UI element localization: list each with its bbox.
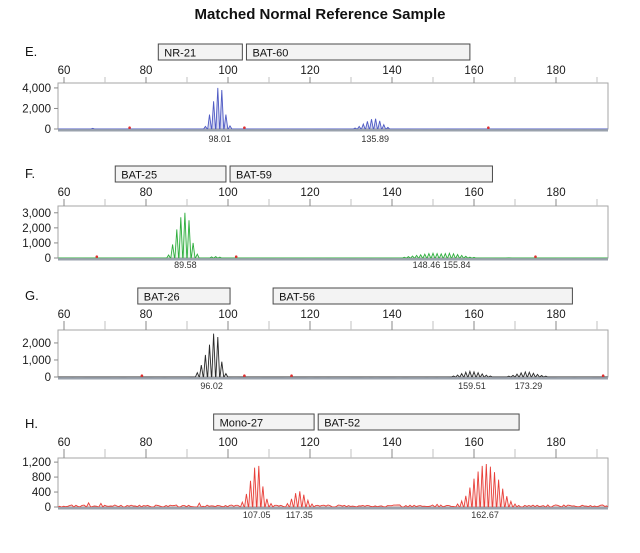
peak-size-label: 135.89 bbox=[361, 134, 389, 144]
y-axis-label: 4,000 bbox=[22, 83, 51, 95]
trace bbox=[58, 87, 608, 130]
y-axis-label: 0 bbox=[45, 253, 51, 265]
peak-size-label: 155.84 bbox=[443, 260, 471, 270]
peak-size-label: 98.01 bbox=[209, 134, 232, 144]
panel-H-plot: H. Mono-27 BAT-52 60 80 100 120 140 160 180 0 400 80… bbox=[22, 413, 609, 520]
trace bbox=[58, 212, 608, 259]
marker-label: BAT-59 bbox=[236, 170, 272, 182]
panel-E-plot: E. NR-21 BAT-60 60 80 100 120 140 160 180 0 2,000 4,… bbox=[22, 43, 609, 144]
x-axis-label: 100 bbox=[218, 187, 237, 199]
y-axis-label: 400 bbox=[32, 487, 51, 499]
x-axis-label: 180 bbox=[546, 437, 565, 449]
x-axis-label: 160 bbox=[464, 65, 483, 77]
x-axis-label: 60 bbox=[58, 437, 71, 449]
peak-size-label: 159.51 bbox=[458, 381, 486, 391]
size-standard-dot bbox=[534, 255, 537, 258]
trace bbox=[58, 463, 609, 508]
marker-label: Mono-27 bbox=[220, 418, 263, 430]
y-axis-label: 3,000 bbox=[22, 208, 51, 220]
marker-label: BAT-26 bbox=[144, 292, 180, 304]
peak-size-label: 89.58 bbox=[174, 260, 197, 270]
panel-F-plot: F. BAT-25 BAT-59 60 80 100 120 140 160 180 0 1,000 2… bbox=[22, 165, 609, 270]
x-axis-label: 140 bbox=[382, 65, 401, 77]
size-standard-dot bbox=[243, 374, 246, 377]
x-axis-label: 80 bbox=[140, 309, 153, 321]
marker-label: BAT-25 bbox=[121, 170, 157, 182]
y-axis-label: 0 bbox=[45, 502, 51, 514]
panel-letter: H. bbox=[25, 416, 38, 431]
marker-label: BAT-52 bbox=[324, 418, 360, 430]
y-axis-label: 800 bbox=[32, 472, 51, 484]
y-axis-label: 1,000 bbox=[22, 355, 51, 367]
size-standard-dot bbox=[234, 255, 238, 258]
x-axis-label: 120 bbox=[300, 309, 319, 321]
peak-size-label: 162.67 bbox=[471, 510, 499, 520]
x-axis-label: 100 bbox=[218, 437, 237, 449]
marker-label: NR-21 bbox=[164, 48, 196, 60]
marker-range-bar bbox=[272, 287, 573, 305]
y-axis-label: 0 bbox=[45, 372, 51, 384]
x-axis-label: 80 bbox=[140, 65, 153, 77]
x-axis-label: 100 bbox=[218, 309, 237, 321]
marker-range-bar bbox=[317, 413, 520, 431]
marker-label: BAT-56 bbox=[279, 292, 315, 304]
x-axis-label: 120 bbox=[300, 187, 319, 199]
x-axis-label: 180 bbox=[546, 65, 565, 77]
y-axis-label: 0 bbox=[45, 124, 51, 136]
x-axis-label: 60 bbox=[58, 65, 71, 77]
size-standard-dot bbox=[290, 374, 293, 377]
x-axis-label: 120 bbox=[300, 65, 319, 77]
x-axis-label: 180 bbox=[546, 187, 565, 199]
marker-label: BAT-60 bbox=[252, 48, 288, 60]
x-axis-label: 60 bbox=[58, 187, 71, 199]
x-axis-label: 60 bbox=[58, 309, 71, 321]
peak-size-label: 96.02 bbox=[200, 381, 223, 391]
page-title: Matched Normal Reference Sample bbox=[194, 6, 446, 23]
x-axis-label: 180 bbox=[546, 309, 565, 321]
x-axis-label: 160 bbox=[464, 187, 483, 199]
plot-frame bbox=[57, 457, 609, 508]
y-axis-label: 1,000 bbox=[22, 238, 51, 250]
peak-size-label: 117.35 bbox=[286, 510, 313, 520]
size-standard-dot bbox=[140, 374, 144, 377]
y-axis-label: 2,000 bbox=[22, 223, 51, 235]
marker-range-bar bbox=[229, 165, 493, 183]
x-axis-label: 120 bbox=[300, 437, 319, 449]
plot-frame bbox=[57, 329, 609, 378]
y-axis-label: 1,200 bbox=[22, 457, 51, 469]
peak-size-label: 173.29 bbox=[515, 381, 543, 391]
x-axis-label: 140 bbox=[382, 309, 401, 321]
plot-frame bbox=[57, 205, 609, 259]
trace bbox=[58, 333, 608, 378]
marker-range-bar bbox=[114, 165, 227, 183]
panel-letter: E. bbox=[25, 44, 37, 59]
panel-G-plot: G. BAT-26 BAT-56 60 80 100 120 140 160 180 0 1,000 2… bbox=[22, 287, 609, 391]
size-standard-dot bbox=[128, 126, 131, 129]
peak-size-label: 148.46 bbox=[413, 260, 441, 270]
x-axis-label: 160 bbox=[464, 309, 483, 321]
x-axis-label: 80 bbox=[140, 187, 153, 199]
x-axis-label: 80 bbox=[140, 437, 153, 449]
y-axis-label: 2,000 bbox=[22, 103, 51, 115]
y-axis-label: 2,000 bbox=[22, 338, 51, 350]
size-standard-dot bbox=[601, 374, 605, 377]
plot-frame bbox=[57, 82, 609, 130]
panel-letter: G. bbox=[25, 288, 39, 303]
x-axis-label: 140 bbox=[382, 437, 401, 449]
marker-range-bar bbox=[213, 413, 315, 431]
marker-range-bar bbox=[157, 43, 243, 61]
x-axis-label: 100 bbox=[218, 65, 237, 77]
peak-size-label: 107.05 bbox=[243, 510, 271, 520]
size-standard-dot bbox=[243, 126, 246, 129]
size-standard-dot bbox=[95, 255, 99, 258]
x-axis-label: 140 bbox=[382, 187, 401, 199]
marker-range-bar bbox=[245, 43, 471, 61]
x-axis-label: 160 bbox=[464, 437, 483, 449]
size-standard-dot bbox=[487, 126, 490, 129]
panel-letter: F. bbox=[25, 166, 35, 181]
marker-range-bar bbox=[137, 287, 231, 305]
